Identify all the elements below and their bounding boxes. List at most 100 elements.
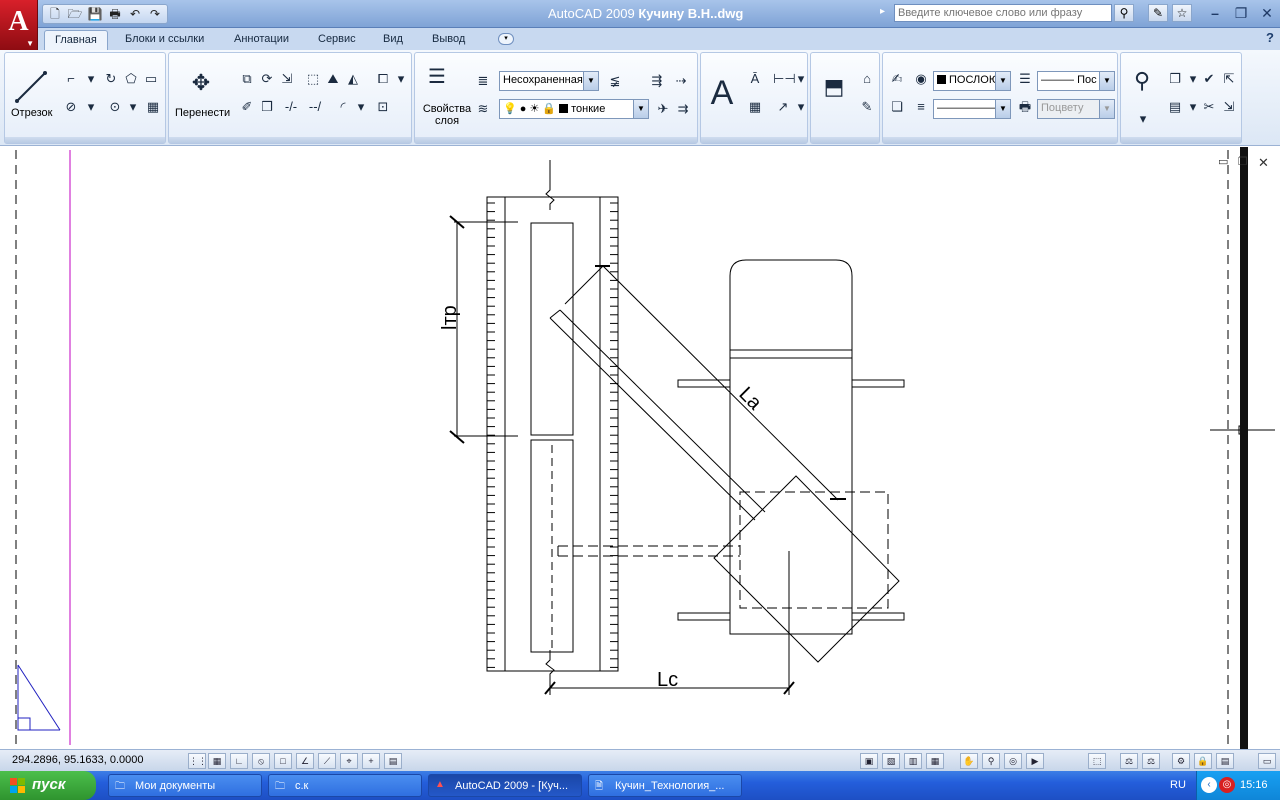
dynamic-ucs-icon[interactable]: ⟋ (318, 753, 336, 769)
dynamic-input-icon[interactable]: ⌖ (340, 753, 358, 769)
favorites-icon[interactable]: ☆ (1172, 4, 1192, 22)
move-icon[interactable]: ✥ (191, 70, 211, 95)
table-icon[interactable]: ▦ (748, 99, 762, 114)
layer-lock-icon[interactable]: ⇢ (675, 73, 687, 88)
open-file-icon[interactable]: 🗁 (67, 7, 83, 21)
lock-icon[interactable]: 🔒 (1194, 753, 1212, 769)
leader-icon[interactable]: ↗ (777, 99, 789, 114)
antivirus-icon[interactable]: ◎ (1219, 777, 1235, 793)
viewport-restore-icon[interactable]: ❐ (1238, 156, 1248, 168)
restore-button[interactable]: ❐ (1234, 5, 1248, 21)
dropdown-arrow-icon[interactable]: ▾ (1139, 111, 1147, 126)
create-block-icon[interactable]: ⌂ (863, 71, 871, 86)
taskbar-item-document[interactable]: 🗎 Кучин_Технология_... (588, 774, 742, 797)
tab-annotate[interactable]: Аннотации (234, 33, 289, 45)
minimize-button[interactable]: – (1211, 5, 1219, 21)
select-icon[interactable]: ⇱ (1223, 71, 1235, 86)
quick-properties-icon[interactable]: ▤ (384, 753, 402, 769)
current-layer-select[interactable]: 💡 ● ☀ 🔒 тонкие ▼ (499, 99, 649, 119)
lineweight-toggle-icon[interactable]: + (362, 753, 380, 769)
paste-icon[interactable]: ▤ (1168, 99, 1182, 114)
lineweight-select[interactable]: ——————— ▼ (933, 99, 1011, 119)
mirror-icon[interactable]: ◭ (348, 71, 358, 86)
edit-block-icon[interactable]: ✎ (861, 99, 873, 114)
steering-wheel-icon[interactable]: ◎ (1004, 753, 1022, 769)
layer-merge-icon[interactable]: ⇉ (677, 101, 689, 116)
trim-icon[interactable]: ⇲ (281, 71, 293, 86)
undo-icon[interactable]: ↶ (129, 7, 141, 21)
insert-block-icon[interactable]: ⬒ (823, 74, 845, 99)
list-icon[interactable]: ❏ (891, 99, 903, 114)
status-tray-icon[interactable]: ▤ (1216, 753, 1234, 769)
taskbar-item-autocad[interactable]: ▲ AutoCAD 2009 - [Куч... (428, 774, 582, 797)
layer-properties-icon[interactable]: ☰ (428, 66, 446, 88)
start-button[interactable]: пуск (0, 771, 96, 800)
explode-icon[interactable]: ❒ (261, 99, 273, 114)
hatch-icon[interactable]: ▦ (146, 99, 160, 114)
search-expand-icon[interactable]: ▸ (880, 6, 886, 17)
copy-clip-icon[interactable]: ❐ (1169, 71, 1181, 86)
dropdown-arrow-icon[interactable]: ▾ (129, 99, 137, 114)
extend-icon[interactable]: -/- (284, 99, 298, 114)
move-label[interactable]: Перенести (175, 107, 231, 119)
plot-style-select[interactable]: Поцвету ▼ (1037, 99, 1115, 119)
rotate-icon[interactable]: ⟳ (261, 71, 273, 86)
fillet-icon[interactable]: ◜ (340, 99, 346, 114)
lineweight-icon[interactable]: ☰ (1019, 71, 1031, 86)
measure-icon[interactable]: ⇲ (1223, 99, 1235, 114)
taskbar-item-my-documents[interactable]: 🗀 Мои документы (108, 774, 262, 797)
showmotion-icon[interactable]: ▶ (1026, 753, 1044, 769)
dropdown-arrow-icon[interactable]: ▾ (87, 99, 95, 114)
save-icon[interactable]: 💾 (87, 7, 103, 21)
chevron-down-icon[interactable]: ▼ (995, 72, 1010, 90)
arc-icon[interactable]: ↻ (105, 71, 117, 86)
chevron-down-icon[interactable]: ▼ (1099, 72, 1114, 90)
text-icon[interactable]: A (710, 74, 734, 112)
layer-walk-icon[interactable]: ⇶ (651, 73, 663, 88)
layer-freeze-icon[interactable]: ≨ (609, 73, 621, 88)
quick-calc-icon[interactable]: ✔ (1203, 71, 1215, 86)
offset-icon[interactable]: ⊡ (377, 99, 389, 114)
close-button[interactable]: ✕ (1261, 5, 1273, 21)
scale-icon[interactable]: ⬚ (306, 71, 320, 86)
print-icon[interactable]: 🖶 (109, 7, 121, 21)
object-snap-icon[interactable]: □ (274, 753, 292, 769)
chevron-down-icon[interactable]: ▼ (633, 100, 648, 118)
viewport-minimize-icon[interactable]: ▭ (1218, 156, 1229, 168)
dropdown-arrow-icon[interactable]: ▾ (357, 99, 365, 114)
layer-state-select[interactable]: Несохраненная ▼ (499, 71, 599, 91)
communication-center-icon[interactable]: ✎ (1148, 4, 1168, 22)
tab-output[interactable]: Вывод (432, 33, 466, 45)
dimension-icon[interactable]: ⊢⊣ (773, 71, 796, 86)
plot-style-icon[interactable]: 🖶 (1018, 99, 1032, 114)
tray-chevron-icon[interactable]: ‹ (1201, 777, 1217, 793)
layer-state-icon[interactable]: ≣ (477, 73, 489, 88)
application-menu-button[interactable]: A▼ (0, 0, 38, 50)
workspace-icon[interactable]: ⚙ (1172, 753, 1190, 769)
ellipse-icon[interactable]: ⊙ (109, 99, 121, 114)
maximize-viewport-icon[interactable]: ⬚ (1088, 753, 1106, 769)
language-indicator[interactable]: RU (1170, 779, 1186, 791)
dropdown-arrow-icon[interactable]: ▾ (397, 71, 405, 86)
line-tool-label[interactable]: Отрезок (11, 107, 53, 119)
layout-1-icon[interactable]: ▧ (882, 753, 900, 769)
dropdown-arrow-icon[interactable]: ▾ (87, 71, 95, 86)
dropdown-arrow-icon[interactable]: ▾ (797, 71, 805, 86)
polygon-icon[interactable]: ⬠ (125, 71, 137, 86)
layer-properties-label[interactable]: Свойства слоя (422, 103, 472, 127)
new-file-icon[interactable]: 🗋 (50, 7, 60, 21)
polyline-icon[interactable]: ⌐ (67, 71, 75, 86)
cut-icon[interactable]: ✂ (1203, 99, 1215, 114)
chevron-down-icon[interactable]: ▼ (1099, 100, 1114, 118)
redo-icon[interactable]: ↷ (149, 7, 161, 21)
copy-icon[interactable]: ⧉ (242, 71, 252, 86)
stretch-icon[interactable]: ⛰ (327, 71, 339, 86)
taskbar-item-folder[interactable]: 🗀 с.к (268, 774, 422, 797)
ribbon-minimize-icon[interactable]: ▾ (498, 33, 514, 45)
circle-icon[interactable]: ⊘ (65, 99, 77, 114)
linetype-select[interactable]: ——— Пос ▼ (1037, 71, 1115, 91)
ortho-mode-icon[interactable]: ∟ (230, 753, 248, 769)
annotation-scale-icon[interactable]: ⚖ (1120, 753, 1138, 769)
match-properties-icon[interactable]: ✍ (891, 71, 903, 86)
line-tool-icon[interactable] (13, 69, 49, 105)
